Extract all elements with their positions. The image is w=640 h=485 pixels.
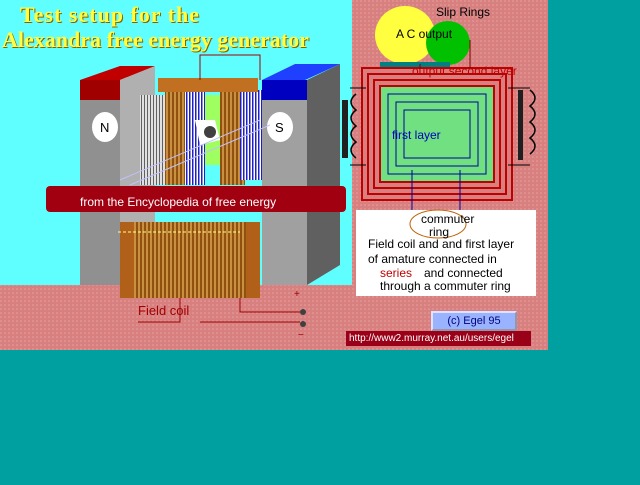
plus-label: + bbox=[294, 289, 300, 300]
output-second-layer-label: output second layer bbox=[412, 64, 517, 78]
commuter-ring-outline bbox=[409, 209, 467, 239]
slip-rings-label: Slip Rings bbox=[436, 5, 491, 19]
title-line-1: Test setup for the bbox=[20, 2, 200, 27]
description-box bbox=[356, 210, 536, 296]
magnet-south bbox=[262, 64, 340, 285]
s-pole-marker bbox=[267, 112, 293, 142]
ac-output-label: A C output bbox=[396, 27, 453, 41]
title-line-2: Alexandra free energy generator bbox=[2, 27, 309, 52]
description-line-1: Field coil and and first layer bbox=[368, 237, 515, 251]
north-label: N bbox=[100, 120, 110, 135]
description-line-3: and connected bbox=[424, 266, 503, 280]
minus-label: − bbox=[298, 330, 304, 341]
description-line-4: through a commuter ring bbox=[380, 279, 511, 293]
description-line-2: of amature connected in bbox=[368, 252, 497, 266]
encyclopedia-banner-text: from the Encyclopedia of free energy bbox=[80, 195, 277, 209]
ring-label: ring bbox=[429, 225, 450, 239]
armature-windings bbox=[342, 40, 536, 210]
description-series-word: series bbox=[380, 266, 413, 280]
south-label: S bbox=[275, 120, 284, 135]
author-url-link[interactable]: http://www2.murray.net.au/users/egel bbox=[346, 331, 531, 346]
banner-bar bbox=[46, 186, 346, 212]
first-layer-label: first layer bbox=[392, 128, 441, 142]
n-pole-marker bbox=[92, 112, 118, 142]
negative-terminal bbox=[300, 321, 306, 327]
field-coil-label: Field coil bbox=[138, 303, 190, 318]
credit-button[interactable]: (c) Egel 95 bbox=[431, 311, 517, 331]
field-coil bbox=[118, 222, 306, 327]
positive-terminal bbox=[300, 309, 306, 315]
commuter-label: commuter bbox=[421, 212, 475, 226]
armature bbox=[119, 54, 271, 186]
